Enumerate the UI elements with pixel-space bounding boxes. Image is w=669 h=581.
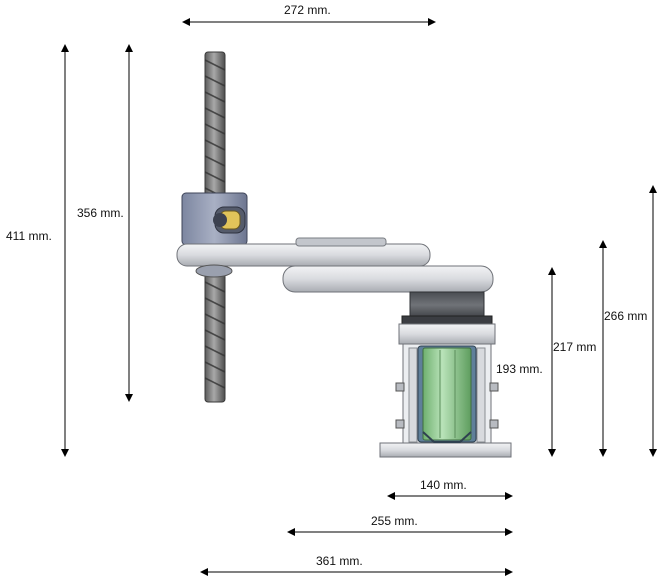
dim-193-label: 193 mm. (496, 362, 543, 376)
dimension-lines (61, 18, 657, 576)
dim-140-label: 140 mm. (420, 478, 467, 492)
z-carriage (181, 192, 248, 246)
dim-255-label: 255 mm. (371, 514, 418, 528)
arm-2 (282, 265, 494, 293)
dim-266-label: 266 mm (604, 309, 647, 323)
dim-272-label: 272 mm. (284, 3, 331, 17)
joint-motor (398, 291, 496, 345)
dim-361-label: 361 mm. (316, 554, 363, 568)
dim-356-label: 356 mm. (77, 206, 124, 220)
dim-217-label: 217 mm (553, 340, 596, 354)
green-column (417, 345, 477, 443)
dim-411-label: 411 mm. (6, 229, 52, 243)
dimension-labels: 272 mm. 411 mm. 356 mm. 266 mm 217 mm 19… (6, 3, 647, 568)
